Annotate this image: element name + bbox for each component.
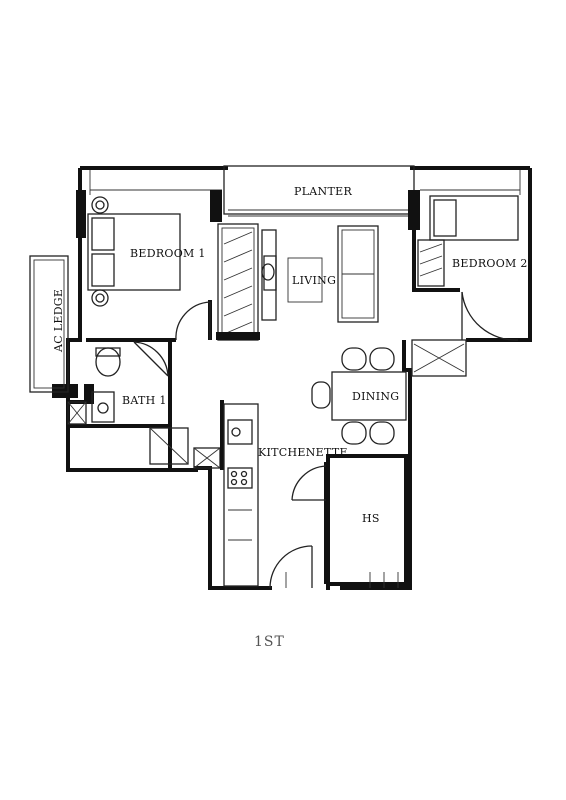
floor-level-label: 1ST <box>254 634 285 650</box>
kitchenette <box>220 400 313 589</box>
label-ac-ledge: AC LEDGE <box>52 289 65 353</box>
label-bedroom-1: BEDROOM 1 <box>130 247 206 260</box>
wardrobe-bedroom-1 <box>216 223 260 341</box>
living-room <box>261 225 379 323</box>
exterior-walls <box>66 166 532 590</box>
bottom-markers <box>285 572 399 588</box>
household-shelter <box>291 454 408 586</box>
label-bath-1: BATH 1 <box>122 394 167 407</box>
label-bedroom-2: BEDROOM 2 <box>452 257 528 270</box>
utility-shaft <box>411 339 467 377</box>
bedroom-1 <box>86 196 212 342</box>
label-planter: PLANTER <box>294 185 352 198</box>
label-hs: HS <box>362 512 380 525</box>
bedroom-2 <box>412 195 519 341</box>
utility-cubbies <box>149 427 221 469</box>
ac-ledge <box>29 255 69 393</box>
bath-1 <box>67 340 172 470</box>
label-kitchenette: KITCHENETTE <box>258 446 348 459</box>
label-dining: DINING <box>352 390 399 403</box>
label-living: LIVING <box>292 274 336 287</box>
dining-area <box>311 347 407 445</box>
structural-columns <box>52 190 420 402</box>
